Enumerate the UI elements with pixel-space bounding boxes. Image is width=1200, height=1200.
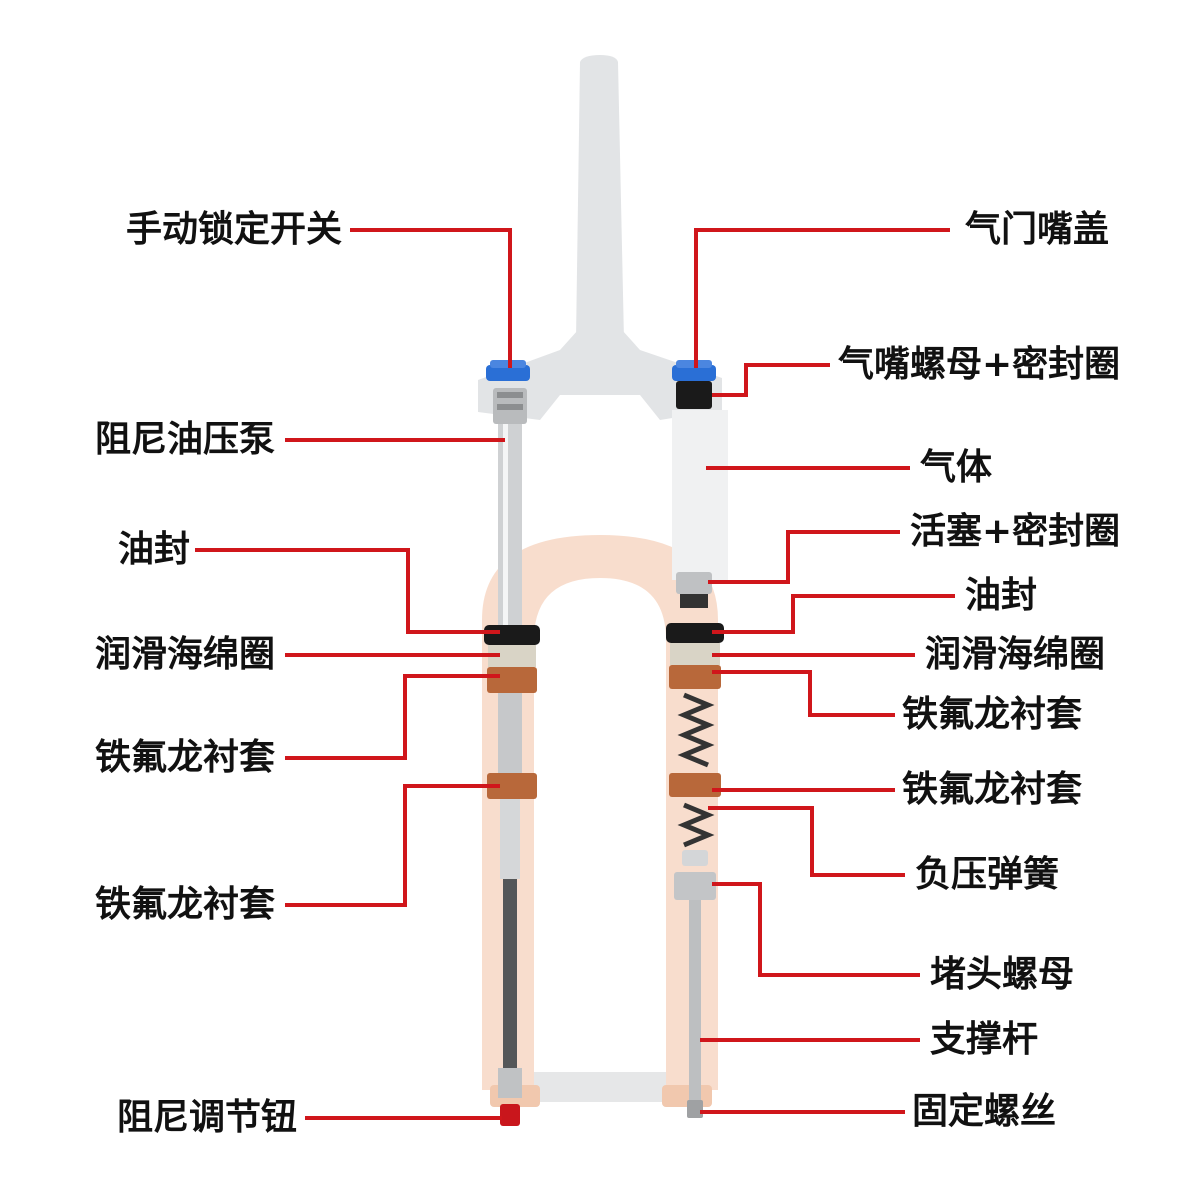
label-oil-seal-right: 油封 bbox=[965, 575, 1038, 616]
label-plug-nut: 堵头螺母 bbox=[930, 954, 1075, 995]
left-bushing-upper bbox=[487, 667, 537, 693]
label-negative-spring: 负压弹簧 bbox=[915, 854, 1060, 895]
lower-bridge bbox=[534, 1072, 666, 1102]
main-spring bbox=[677, 692, 715, 768]
plug-nut bbox=[674, 872, 716, 900]
right-oil-seal bbox=[666, 623, 724, 643]
fork-crown bbox=[478, 330, 722, 420]
label-bushing1-right: 铁氟龙衬套 bbox=[902, 694, 1083, 735]
leader-oilseal-right bbox=[712, 594, 955, 634]
label-fixing-screw: 固定螺丝 bbox=[912, 1091, 1057, 1132]
label-bushing1-left: 铁氟龙衬套 bbox=[94, 737, 275, 778]
leader-valvecap bbox=[694, 228, 950, 368]
leader-negspring bbox=[708, 806, 905, 877]
label-valve-nut: 气嘴螺母+密封圈 bbox=[838, 344, 1121, 385]
leader-oilseal-left bbox=[195, 548, 500, 634]
leader-bushing1-left bbox=[285, 674, 500, 760]
right-air-chamber bbox=[672, 410, 728, 580]
leader-lockout bbox=[350, 228, 512, 368]
right-sponge bbox=[670, 643, 720, 665]
left-sponge bbox=[488, 645, 536, 667]
label-piston: 活塞+密封圈 bbox=[910, 511, 1121, 552]
label-bushing2-left: 铁氟龙衬套 bbox=[94, 884, 275, 925]
leader-plugnut bbox=[712, 882, 920, 977]
left-leader-lines bbox=[195, 228, 512, 1120]
label-rebound-knob: 阻尼调节钮 bbox=[116, 1097, 297, 1138]
label-bushing2-right: 铁氟龙衬套 bbox=[902, 769, 1083, 810]
lockout-cap bbox=[486, 365, 530, 381]
label-damper-pump: 阻尼油压泵 bbox=[94, 419, 275, 460]
negative-spring bbox=[677, 802, 715, 848]
leader-bushing1-right bbox=[712, 670, 895, 717]
label-sponge-right: 润滑海绵圈 bbox=[925, 634, 1106, 675]
label-gas: 气体 bbox=[920, 447, 993, 488]
label-support-rod: 支撑杆 bbox=[930, 1019, 1039, 1060]
left-oil-seal bbox=[484, 625, 540, 645]
rebound-knob bbox=[500, 1104, 520, 1126]
label-sponge-left: 润滑海绵圈 bbox=[94, 634, 275, 675]
leader-piston bbox=[708, 530, 900, 584]
leader-valvenut bbox=[712, 363, 830, 397]
right-bushing-lower bbox=[669, 773, 721, 797]
label-oil-seal-left: 油封 bbox=[117, 529, 190, 570]
right-leader-lines bbox=[694, 228, 955, 1114]
right-bushing-upper bbox=[669, 665, 721, 689]
support-rod bbox=[689, 900, 701, 1100]
piston bbox=[676, 572, 712, 594]
left-bushing-lower bbox=[487, 773, 537, 799]
label-lockout-switch: 手动锁定开关 bbox=[125, 209, 342, 250]
valve-cap bbox=[672, 365, 716, 381]
label-valve-cap: 气门嘴盖 bbox=[965, 209, 1110, 250]
fixing-screw bbox=[687, 1100, 703, 1118]
valve-nut bbox=[676, 381, 712, 409]
steerer-tube bbox=[576, 55, 624, 340]
leader-bushing2-left bbox=[285, 784, 500, 907]
